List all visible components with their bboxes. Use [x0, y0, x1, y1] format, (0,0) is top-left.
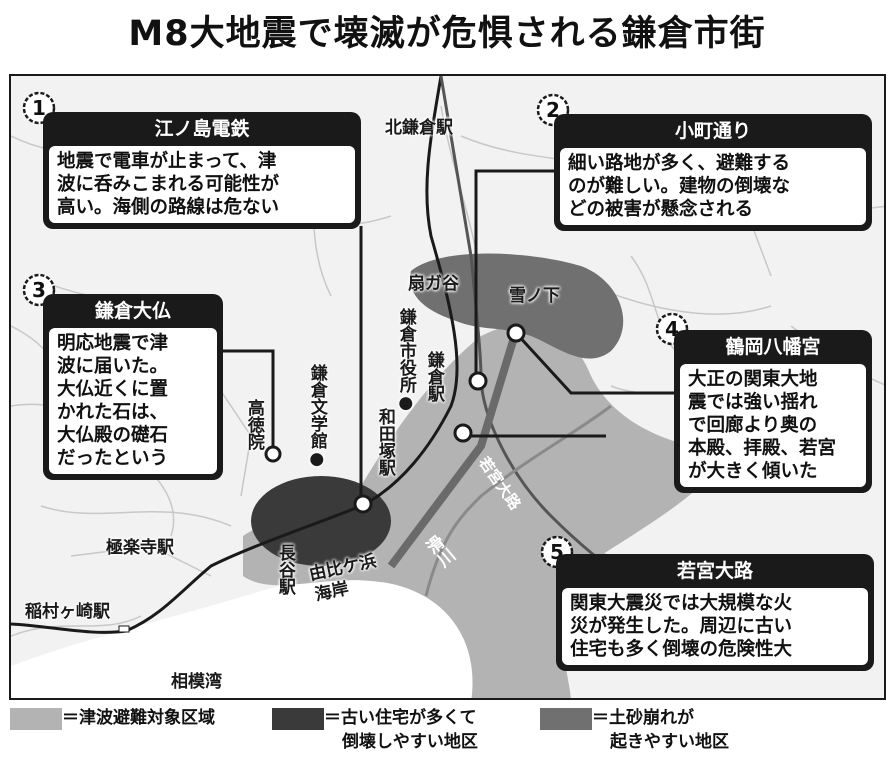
callout-body: 地震で電車が止まって、津 波に呑みこまれる可能性が 高い。海側の路線は危ない [49, 146, 355, 223]
label-ogigayatsu: 扇ガ谷 [408, 274, 459, 294]
callout-title: 鶴岡八幡宮 [725, 336, 821, 358]
map-title: M8大地震で壊滅が危惧される鎌倉市街 [128, 14, 766, 54]
label-kitakamakura-station: 北鎌倉駅 [385, 118, 453, 138]
callout-daibutsu: 鎌倉大仏 明応地震で津 波に届いた。 大仏近くに置 かれた石は、 大仏殿の礎石 … [43, 294, 223, 480]
callout-title: 鎌倉大仏 [94, 300, 171, 322]
label-wadazuka-station: 和田塚駅 [374, 408, 395, 476]
callout-body: 関東大震災では大規模な火 災が発生した。周辺に古い 住宅も多く倒壊の危険性大 [562, 588, 868, 665]
callout-title: 小町通り [674, 120, 751, 142]
label-hase-station: 長谷駅 [274, 544, 295, 595]
landslide-zone [410, 253, 624, 359]
callout-komachi-dori: 小町通り 細い路地が多く、避難する のが難しい。建物の倒壊な どの被害が懸念され… [554, 114, 872, 231]
callout-body: 明応地震で津 波に届いた。 大仏近くに置 かれた石は、 大仏殿の礎石 だったとい… [49, 328, 217, 474]
callout-title: 若宮大路 [676, 560, 753, 582]
label-yukinoshita: 雪ノ下 [509, 286, 560, 306]
label-gokurakuji-station: 極楽寺駅 [106, 538, 174, 558]
nameri-river [424, 404, 612, 597]
label-bungakukan: 鎌倉文学館● [306, 364, 327, 469]
callout-body: 細い路地が多く、避難する のが難しい。建物の倒壊な どの被害が懸念される [560, 148, 866, 225]
callout-body: 大正の関東大地 震では強い揺れ で回廊より奥の 本殿、拝殿、若宮 が大きく傾いた [680, 364, 866, 487]
legend-swatch-landslide [540, 708, 592, 730]
legend-swatch-collapse [272, 708, 324, 730]
callout-tsurugaoka-hachimangu: 鶴岡八幡宮 大正の関東大地 震では強い揺れ で回廊より奥の 本殿、拝殿、若宮 が… [674, 330, 872, 493]
legend-label-collapse: ＝古い住宅が多くて 倒壊しやすい地区 [324, 708, 478, 752]
legend-label-landslide: ＝土砂崩れが 起きやすい地区 [592, 708, 729, 752]
label-inamuragasaki-station: 稲村ヶ崎駅 [25, 602, 110, 622]
point-markers [118, 323, 526, 633]
map-frame: 北鎌倉駅 扇ガ谷 雪ノ下 鎌倉市役所● 鎌倉駅 鎌倉文学館● 和田塚駅 高徳院 … [9, 74, 886, 700]
label-kotokuin: 高徳院 [243, 399, 264, 450]
callout-title: 江ノ島電鉄 [154, 118, 250, 140]
callout-wakamiya-oji: 若宮大路 関東大震災では大規模な火 災が発生した。周辺に古い 住宅も多く倒壊の危… [556, 554, 874, 671]
legend-swatch-tsunami [10, 708, 62, 730]
label-sagami-bay: 相模湾 [171, 672, 222, 692]
callout-enoden: 江ノ島電鉄 地震で電車が止まって、津 波に呑みこまれる可能性が 高い。海側の路線… [43, 112, 361, 229]
wakamiya-oji-avenue [387, 329, 520, 569]
sagami-bay-water [11, 578, 571, 698]
label-kamakura-station: 鎌倉駅 [423, 351, 444, 402]
legend-label-tsunami: ＝津波避難対象区域 [62, 708, 215, 728]
label-city-hall: 鎌倉市役所● [395, 308, 416, 413]
